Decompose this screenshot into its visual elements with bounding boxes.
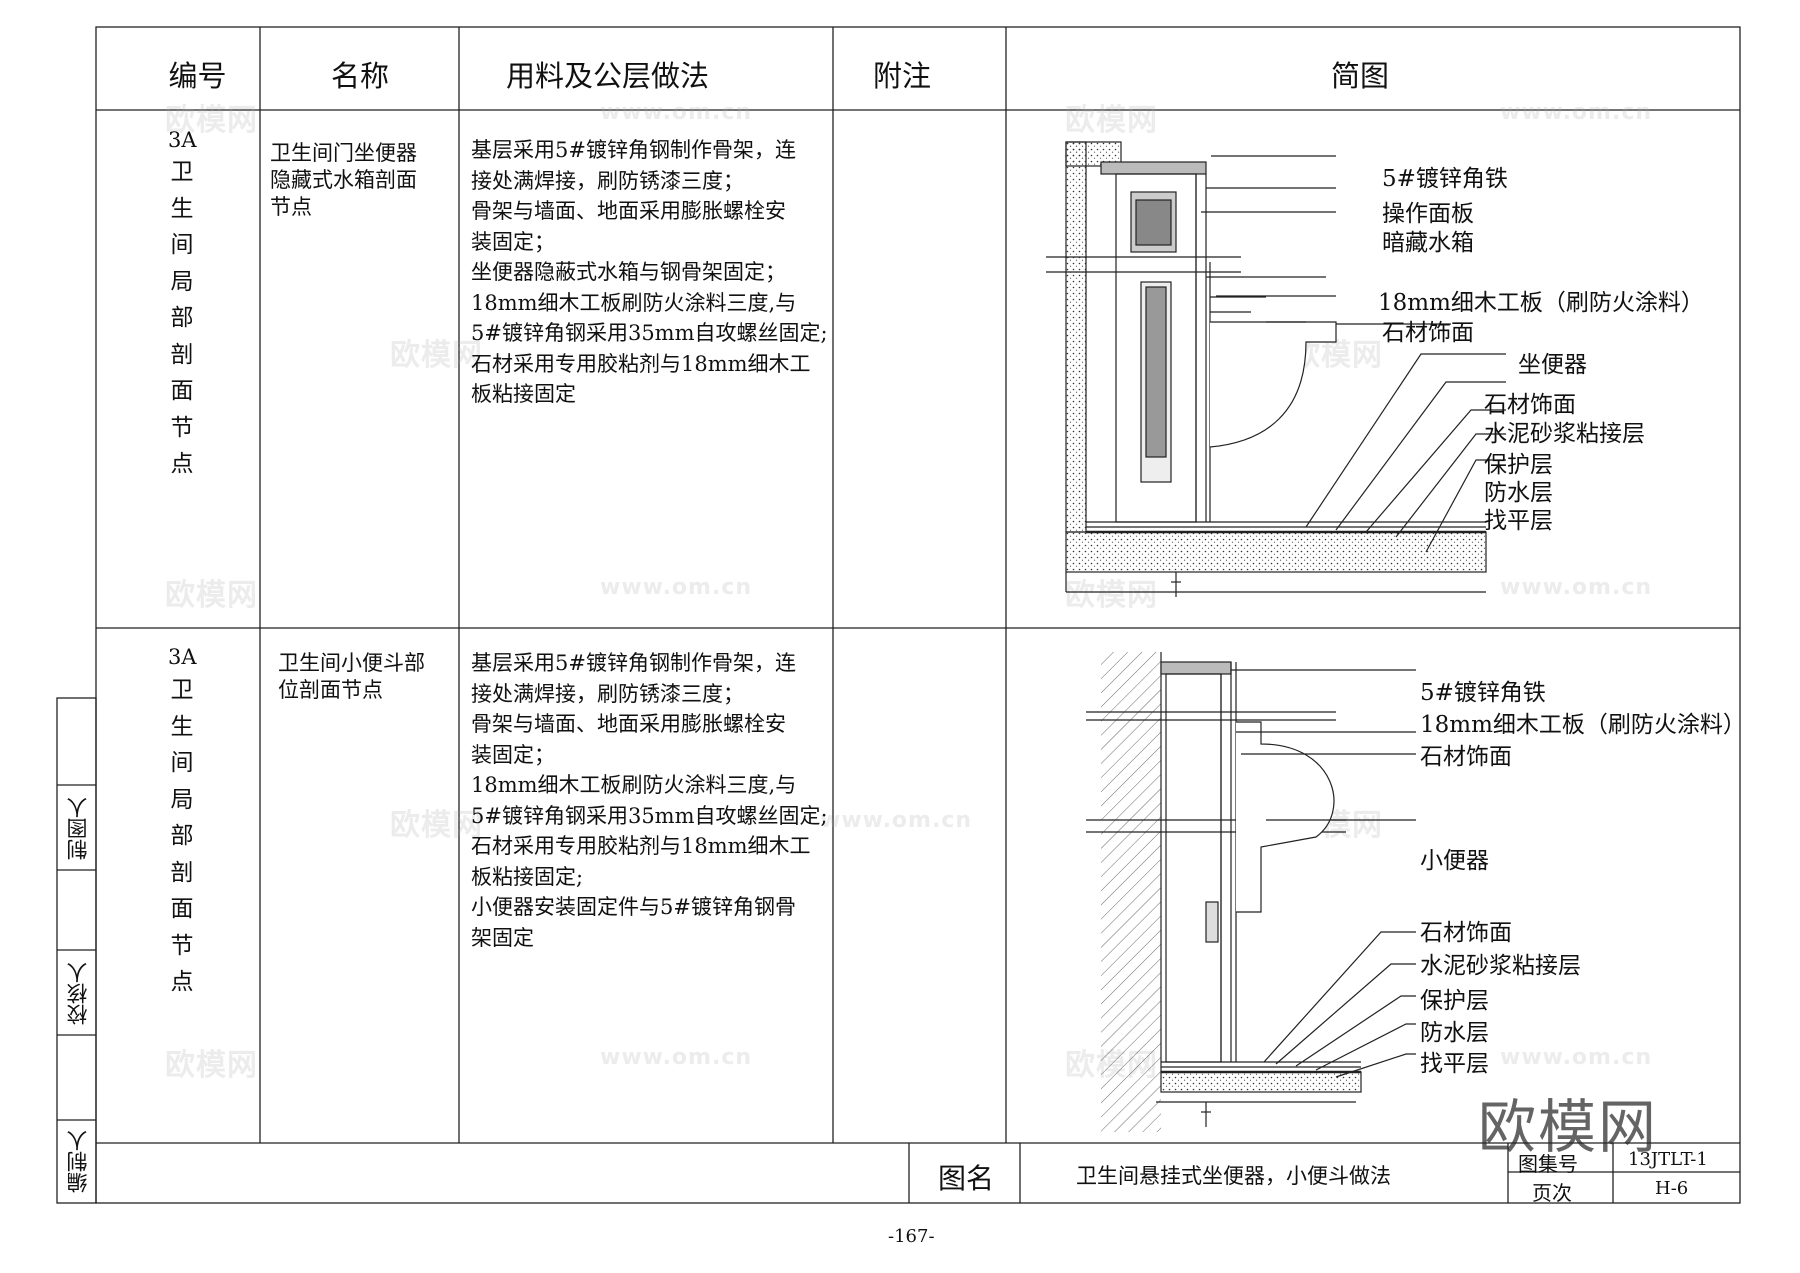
drawing-name-label: 图名 <box>938 1162 995 1195</box>
watermark-brand: 欧模网 <box>1065 578 1158 613</box>
diagram-label: 18mm细木工板（刷防火涂料） <box>1378 290 1704 316</box>
page-label: 页次 <box>1532 1181 1572 1205</box>
watermark-brand: 欧模网 <box>165 1048 258 1083</box>
diagram-label: 坐便器 <box>1518 352 1587 378</box>
atlas-label: 图集号 <box>1518 1152 1578 1176</box>
atlas-value: 13JTLT-1 <box>1628 1149 1708 1170</box>
diagram-label: 18mm细木工板（刷防火涂料） <box>1420 712 1746 738</box>
header-diagram: 简图 <box>1330 59 1389 93</box>
watermark-brand: 欧模网 <box>165 578 258 613</box>
brand-logo: 欧模网 <box>1478 1093 1659 1161</box>
watermark-site: www.om.cn <box>1500 100 1653 125</box>
row-name: 卫生间门坐便器 隐藏式水箱剖面 节点 <box>270 141 417 219</box>
diagram-label: 操作面板 <box>1382 201 1474 227</box>
row-materials: 基层采用5#镀锌角钢制作骨架，连 接处满焊接，刷防锈漆三度； 骨架与墙面、地面采… <box>471 651 828 950</box>
watermark-site: www.om.cn <box>600 575 753 600</box>
row-number: 3A <box>168 128 197 152</box>
urinal-section-diagram <box>1086 652 1416 1132</box>
diagram-label: 石材饰面 <box>1420 920 1512 946</box>
diagram-label: 石材饰面 <box>1484 392 1576 418</box>
watermark-brand: 欧模网 <box>390 338 483 373</box>
diagram-label: 石材饰面 <box>1382 320 1474 346</box>
watermark-site: www.om.cn <box>1500 575 1653 600</box>
diagram-label: 保护层 <box>1484 452 1553 478</box>
diagram-label: 小便器 <box>1420 848 1489 874</box>
row-category: 卫 生 间 局 部 剖 面 节 点 <box>170 159 194 477</box>
diagram-label: 5#镀锌角铁 <box>1382 166 1508 192</box>
row-materials: 基层采用5#镀锌角钢制作骨架，连 接处满焊接，刷防锈漆三度； 骨架与墙面、地面采… <box>471 138 828 406</box>
diagram-label: 5#镀锌角铁 <box>1420 680 1546 706</box>
watermark-brand: 欧模网 <box>1065 103 1158 138</box>
compiler-label: 编制人 <box>66 1130 90 1194</box>
diagram-label: 水泥砂浆粘接层 <box>1484 421 1645 447</box>
header-name: 名称 <box>330 59 389 93</box>
diagram-label: 石材饰面 <box>1420 744 1512 770</box>
diagram-label: 找平层 <box>1420 1051 1489 1077</box>
checker-label: 校核人 <box>66 962 90 1026</box>
row-name: 卫生间小便斗部 位剖面节点 <box>278 651 425 702</box>
diagram-label: 水泥砂浆粘接层 <box>1420 953 1581 979</box>
drawing-name: 卫生间悬挂式坐便器，小便斗做法 <box>1076 1164 1391 1188</box>
watermark-brand: 欧模网 <box>165 103 258 138</box>
watermark-site: www.om.cn <box>1500 1045 1653 1070</box>
row-number: 3A <box>168 645 197 669</box>
drafter-label: 制图人 <box>66 797 90 861</box>
page-number: -167- <box>888 1226 935 1247</box>
watermark-brand: 欧模网 <box>390 808 483 843</box>
diagram-label: 找平层 <box>1484 508 1553 534</box>
watermark-site: www.om.cn <box>600 100 753 125</box>
watermark-site: www.om.cn <box>820 808 973 833</box>
header-materials: 用料及公层做法 <box>505 59 709 93</box>
row-category: 卫 生 间 局 部 剖 面 节 点 <box>170 677 194 995</box>
header-number: 编号 <box>168 59 227 93</box>
diagram-label: 防水层 <box>1484 480 1553 506</box>
header-note: 附注 <box>872 59 931 93</box>
watermark-site: www.om.cn <box>600 1045 753 1070</box>
page-value: H-6 <box>1655 1178 1689 1199</box>
diagram-label: 保护层 <box>1420 988 1489 1014</box>
diagram-label: 暗藏水箱 <box>1382 230 1474 256</box>
diagram-label: 防水层 <box>1420 1020 1489 1046</box>
toilet-section-diagram <box>1046 141 1506 597</box>
